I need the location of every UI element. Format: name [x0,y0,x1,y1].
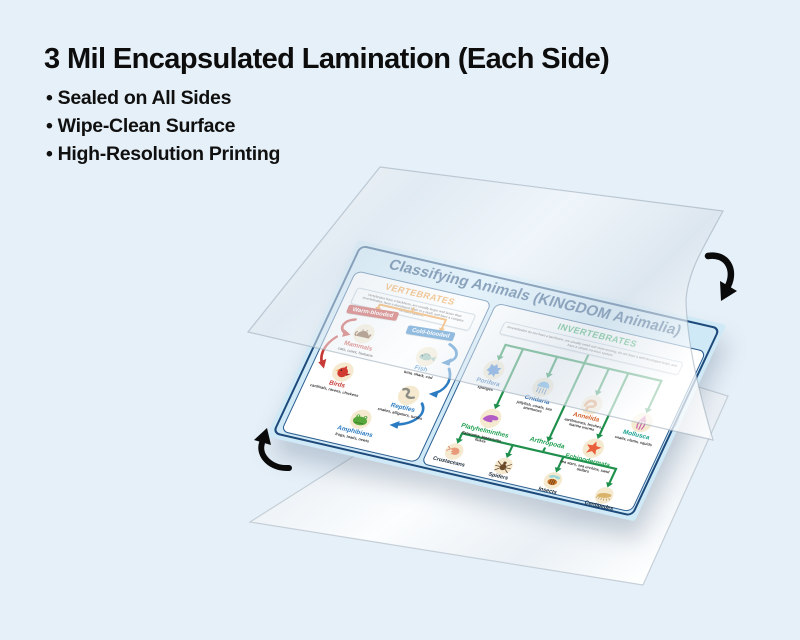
page-title: 3 Mil Encapsulated Lamination (Each Side… [44,43,610,75]
group-crustaceans: Crustaceans [422,437,483,472]
bee-icon [543,472,562,489]
spider-icon [493,457,513,475]
centipede-icon [594,487,614,504]
group-centipedes: Centipedes [572,481,633,516]
shrimp-icon [444,443,463,460]
feature-item: • Wipe-Clean Surface [46,114,236,137]
feature-item: • Sealed on All Sides [46,86,232,109]
starfish-icon [582,438,605,458]
feature-item: • High-Resolution Printing [46,142,281,165]
feature-list: • Sealed on All Sides • Wipe-Clean Surfac… [46,84,744,168]
group-spiders: Spiders [471,451,532,486]
headline-block: 3 Mil Encapsulated Lamination (Each Side… [44,43,744,168]
poster: Classifying Animals (KINGDOM Animalia) ©… [266,240,727,522]
group-insects: Insects [521,466,582,501]
